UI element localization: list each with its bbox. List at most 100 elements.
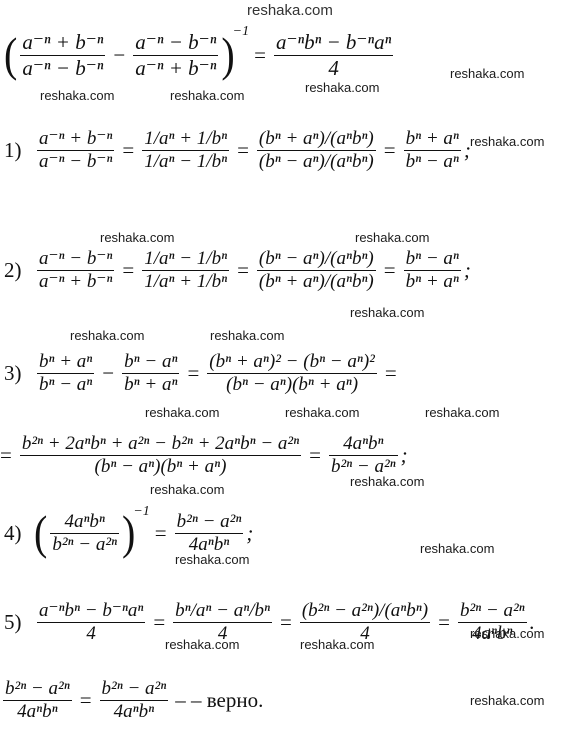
equals-sign: =	[438, 609, 450, 634]
numerator: a⁻ⁿbⁿ − b⁻ⁿaⁿ	[39, 599, 144, 621]
equals-sign: =	[122, 257, 135, 282]
watermark: reshaka.com	[420, 541, 495, 556]
fraction: b²ⁿ + 2aⁿbⁿ + a²ⁿ − b²ⁿ + 2aⁿbⁿ − a²ⁿ(bⁿ…	[19, 432, 302, 478]
step-label: 3)	[4, 360, 22, 385]
step-label: 4)	[4, 520, 22, 545]
fraction-bar	[37, 621, 146, 623]
denominator: 4	[360, 622, 370, 644]
numerator: 1/aⁿ + 1/bⁿ	[144, 127, 228, 149]
numerator: (bⁿ − aⁿ)/(aⁿbⁿ)	[258, 247, 374, 269]
numerator: b²ⁿ + 2aⁿbⁿ + a²ⁿ − b²ⁿ + 2aⁿbⁿ − a²ⁿ	[21, 432, 300, 454]
fraction-bar	[142, 149, 230, 151]
denominator: (bⁿ + aⁿ)/(aⁿbⁿ)	[258, 270, 374, 292]
step-end-mark: ;	[246, 520, 254, 545]
exponent: −1	[232, 24, 250, 39]
denominator: 4	[86, 622, 96, 644]
verdict-text: – – верно.	[175, 687, 264, 712]
fraction-bar	[37, 269, 115, 271]
equals-sign: =	[122, 137, 135, 162]
numerator: a⁻ⁿ + b⁻ⁿ	[22, 30, 104, 55]
numerator: bⁿ − aⁿ	[405, 247, 459, 269]
fraction-bar	[457, 621, 527, 623]
fraction: (bⁿ − aⁿ)/(aⁿbⁿ)(bⁿ + aⁿ)/(aⁿbⁿ)	[256, 247, 376, 293]
fraction-bar	[37, 149, 115, 151]
denominator: (bⁿ − aⁿ)(bⁿ + aⁿ)	[226, 373, 359, 395]
equals-sign: =	[254, 42, 266, 67]
equals-sign: =	[0, 442, 12, 467]
watermark: reshaka.com	[285, 405, 360, 420]
numerator: a⁻ⁿ − b⁻ⁿ	[39, 247, 113, 269]
left-paren: (	[34, 505, 48, 560]
fraction-bar	[37, 372, 95, 374]
fraction-bar	[403, 269, 461, 271]
fraction-bar	[328, 454, 398, 456]
denominator: 1/aⁿ + 1/bⁿ	[144, 270, 228, 292]
fraction-bar	[122, 372, 180, 374]
fraction-bar	[207, 372, 377, 374]
fraction: (b²ⁿ − a²ⁿ)/(aⁿbⁿ)4	[299, 599, 431, 645]
fraction-bar	[20, 54, 106, 56]
denominator: a⁻ⁿ − b⁻ⁿ	[39, 150, 113, 172]
fraction-bar	[299, 621, 431, 623]
numerator: b²ⁿ − a²ⁿ	[5, 677, 70, 699]
right-paren: )	[122, 505, 136, 560]
equals-sign: =	[79, 687, 92, 712]
watermark: reshaka.com	[350, 474, 425, 489]
denominator: 4aⁿbⁿ	[188, 533, 230, 555]
equals-sign: =	[309, 442, 321, 467]
fraction-bar	[403, 149, 461, 151]
numerator: 4aⁿbⁿ	[343, 432, 384, 454]
numerator: bⁿ − aⁿ	[124, 350, 178, 372]
step-label: 2)	[4, 257, 22, 282]
fraction-bar	[273, 54, 394, 56]
fraction-bar	[142, 269, 230, 271]
numerator: (b²ⁿ − a²ⁿ)/(aⁿbⁿ)	[301, 599, 429, 621]
equals-sign: =	[187, 360, 200, 385]
numerator: bⁿ/aⁿ − aⁿ/bⁿ	[175, 599, 270, 621]
numerator: (bⁿ + aⁿ)² − (bⁿ − aⁿ)²	[209, 350, 375, 372]
step-3-continuation: = b²ⁿ + 2aⁿbⁿ + a²ⁿ − b²ⁿ + 2aⁿbⁿ − a²ⁿ(…	[0, 420, 581, 490]
equals-sign: =	[280, 609, 292, 634]
minus-sign: −	[113, 42, 126, 67]
step-end-mark: ;	[463, 257, 471, 282]
step-end-mark: ;	[400, 442, 408, 467]
denominator: (bⁿ − aⁿ)/(aⁿbⁿ)	[258, 150, 374, 172]
step-label: 1)	[4, 137, 22, 162]
watermark: reshaka.com	[350, 305, 425, 320]
fraction-bar	[256, 269, 376, 271]
denominator: 1/aⁿ − 1/bⁿ	[144, 150, 228, 172]
step-label: 5)	[4, 609, 22, 634]
fraction-bar	[256, 149, 376, 151]
step-end-mark: ;	[463, 137, 471, 162]
equals-sign: =	[384, 360, 397, 385]
watermark: reshaka.com	[470, 693, 545, 708]
fraction-bar	[133, 54, 219, 56]
watermark: reshaka.com	[100, 230, 175, 245]
fraction-bar	[50, 532, 120, 534]
equals-sign: =	[154, 520, 167, 545]
fraction: (bⁿ + aⁿ)² − (bⁿ − aⁿ)²(bⁿ − aⁿ)(bⁿ + aⁿ…	[207, 351, 377, 396]
left-paren: (	[4, 27, 18, 82]
equals-sign: =	[237, 137, 249, 162]
fraction-bar	[3, 699, 72, 701]
fraction-bar	[19, 454, 302, 456]
denominator: 4	[217, 622, 228, 644]
denominator: bⁿ + aⁿ	[405, 270, 459, 292]
